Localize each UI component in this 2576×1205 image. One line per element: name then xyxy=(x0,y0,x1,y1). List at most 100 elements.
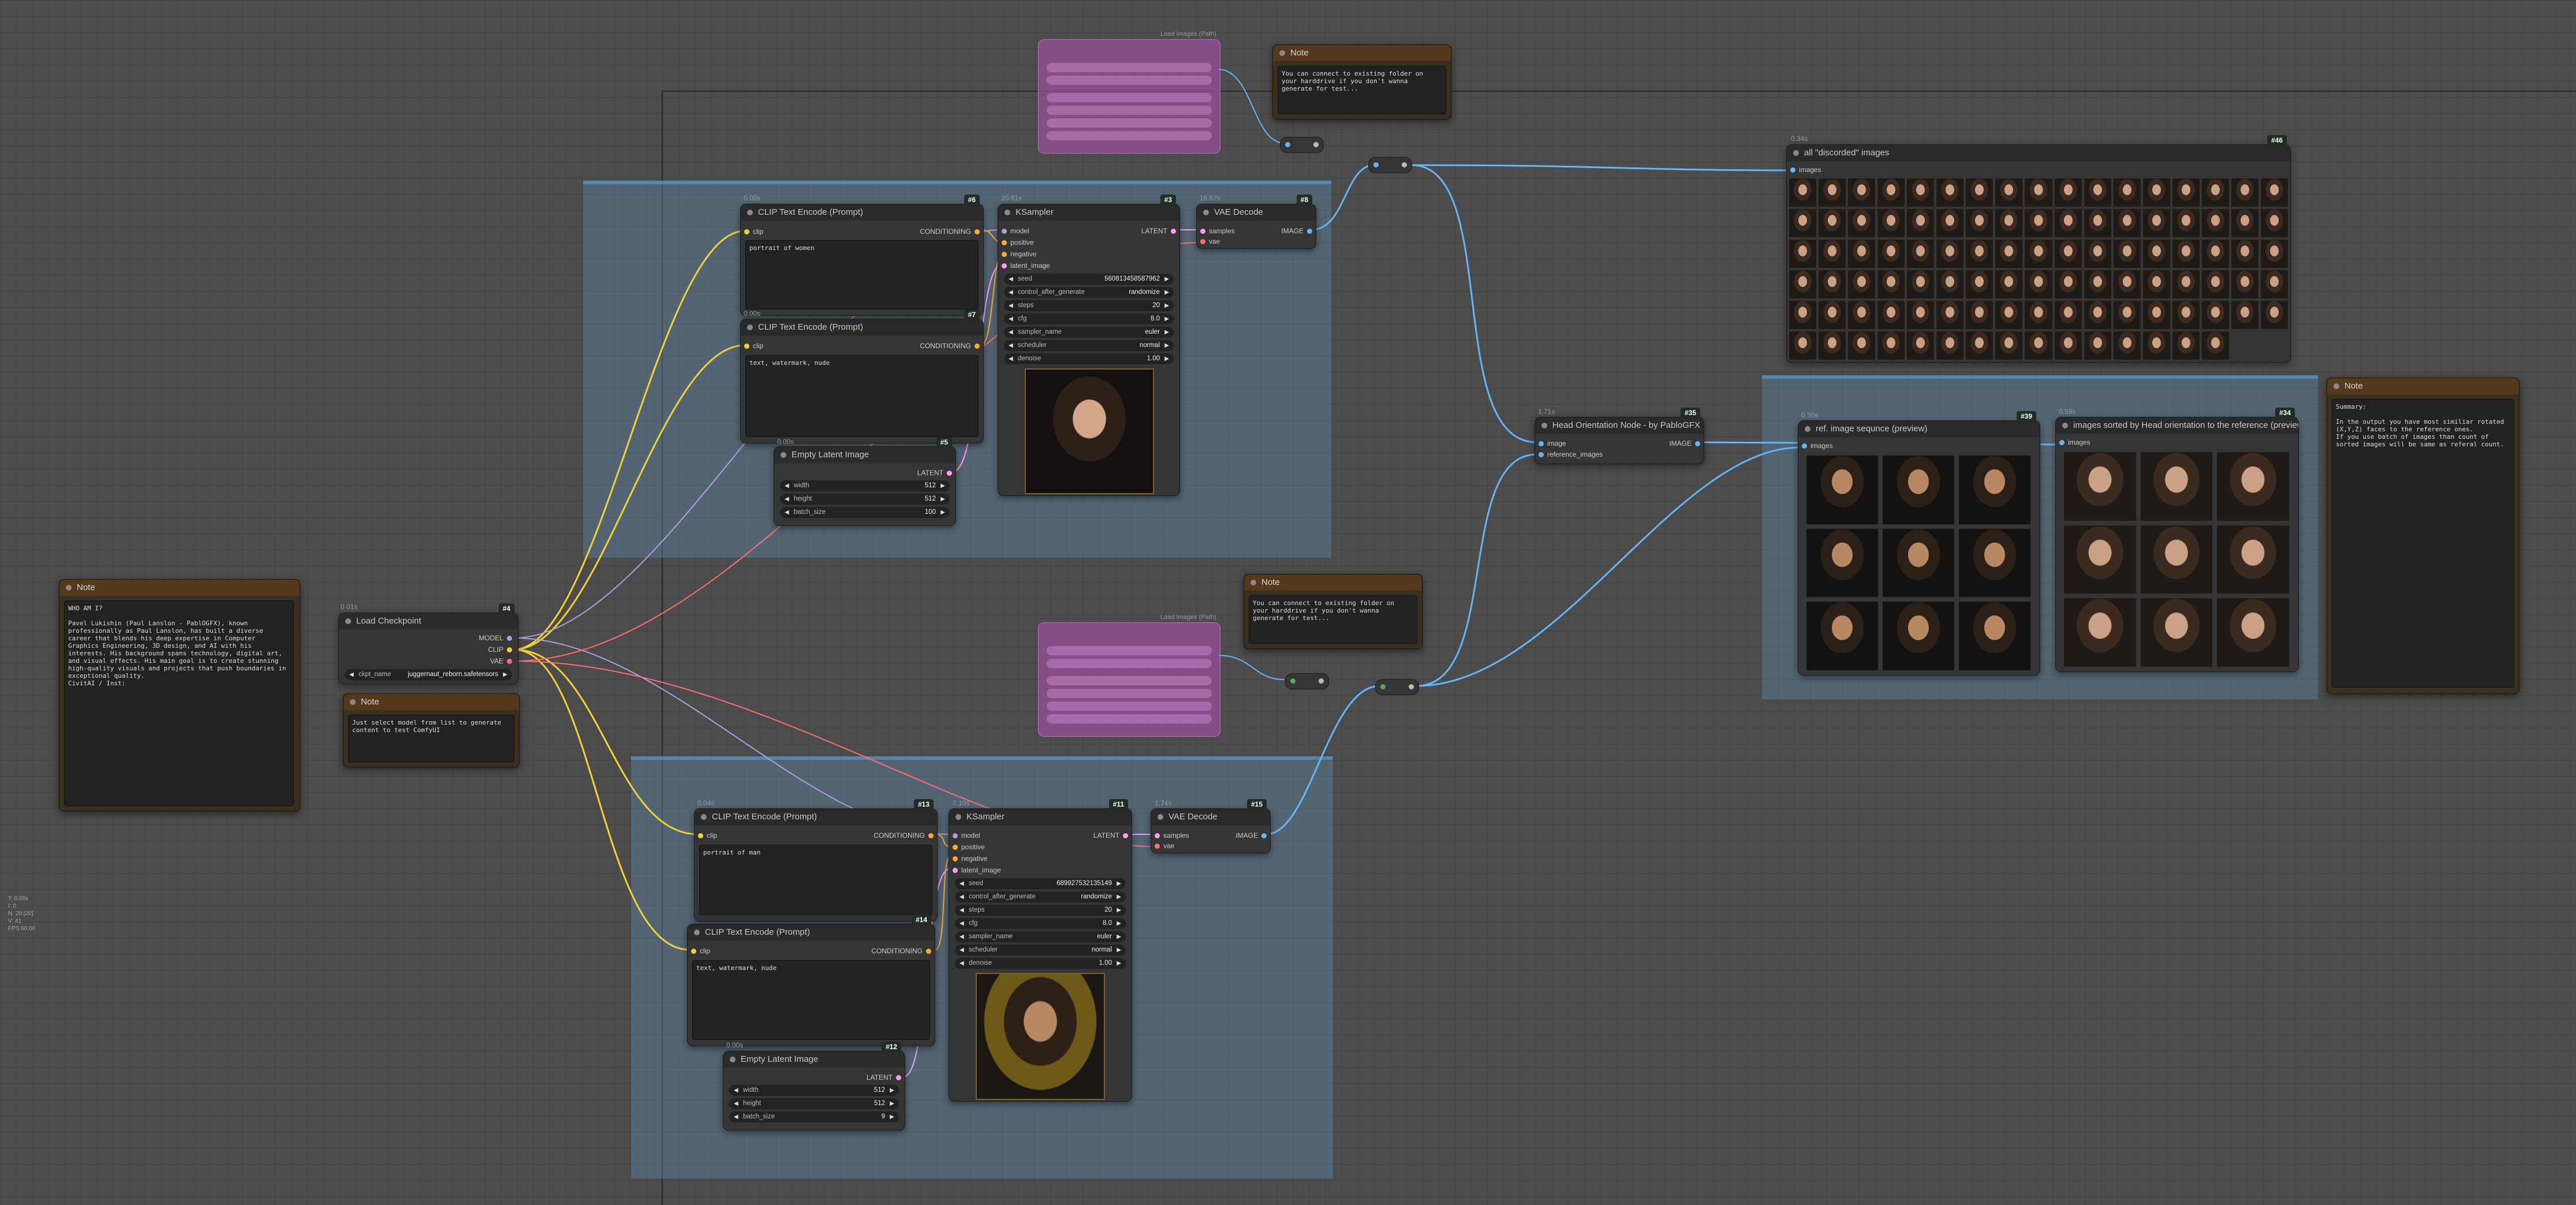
thumbnail-image[interactable] xyxy=(1789,209,1817,237)
samples-input-dot[interactable] xyxy=(1155,833,1160,839)
thumbnail-image[interactable] xyxy=(2025,240,2052,268)
node-clip-encode-positive-bottom[interactable]: CLIP Text Encode (Prompt) #13 clip CONDI… xyxy=(694,799,938,922)
reroute-top-image[interactable] xyxy=(1368,157,1412,173)
thumbnail-image[interactable] xyxy=(1995,240,2023,268)
thumbnail-image[interactable] xyxy=(2084,270,2111,299)
latent-output-dot[interactable] xyxy=(1123,833,1128,839)
node-clip-encode-negative-bottom[interactable]: CLIP Text Encode (Prompt) #14 clip CONDI… xyxy=(687,915,935,1046)
thumbnail-image[interactable] xyxy=(1789,270,1817,299)
thumbnail-image[interactable] xyxy=(1883,456,1954,524)
node-preview-all-images[interactable]: all "discorded" images #46 images xyxy=(1786,135,2291,363)
thumbnail-image[interactable] xyxy=(1789,240,1817,268)
note-select-model[interactable]: Note Just select model from list to gene… xyxy=(343,693,520,767)
clip-input-dot[interactable] xyxy=(744,344,749,349)
thumbnail-image[interactable] xyxy=(2260,209,2288,237)
thumbnail-image[interactable] xyxy=(1806,456,1878,524)
thumbnail-image[interactable] xyxy=(1936,301,1964,329)
thumbnail-image[interactable] xyxy=(2113,209,2141,237)
thumbnail-image[interactable] xyxy=(2201,270,2229,299)
model-input-dot[interactable] xyxy=(953,833,958,839)
thumbnail-image[interactable] xyxy=(1966,209,1993,237)
latent-output-dot[interactable] xyxy=(896,1075,901,1081)
thumbnail-image[interactable] xyxy=(2201,240,2229,268)
thumbnail-image[interactable] xyxy=(2084,331,2111,360)
negative-input-dot[interactable] xyxy=(1002,252,1007,258)
note-folder-top[interactable]: Note You can connect to existing folder … xyxy=(1272,44,1451,120)
thumbnail-image[interactable] xyxy=(2064,525,2136,594)
reroute-top-folder[interactable] xyxy=(1280,137,1324,153)
image-input-dot[interactable] xyxy=(1539,441,1544,447)
thumbnail-image[interactable] xyxy=(2025,301,2052,329)
thumbnail-image[interactable] xyxy=(1848,331,1876,360)
thumbnail-image[interactable] xyxy=(2140,598,2213,667)
thumbnail-image[interactable] xyxy=(2054,301,2082,329)
image-output-dot[interactable] xyxy=(1307,229,1312,234)
thumbnail-image[interactable] xyxy=(2054,331,2082,360)
thumbnail-image[interactable] xyxy=(2113,301,2141,329)
chevron-left-icon[interactable]: ◀ xyxy=(1009,342,1013,349)
image-output-dot[interactable] xyxy=(1261,833,1267,839)
chevron-left-icon[interactable]: ◀ xyxy=(960,960,964,967)
thumbnail-image[interactable] xyxy=(1877,301,1905,329)
thumbnail-image[interactable] xyxy=(2172,270,2200,299)
node-preview-sorted-images[interactable]: images sorted by Head orientation to the… xyxy=(2055,408,2299,672)
thumbnail-image[interactable] xyxy=(2172,178,2200,207)
thumbnail-image[interactable] xyxy=(1936,209,1964,237)
node-ksampler-top[interactable]: KSampler #3 model positive negative late… xyxy=(998,195,1180,496)
ghost-node-top[interactable] xyxy=(1038,39,1220,154)
thumbnail-image[interactable] xyxy=(2217,452,2289,521)
thumbnail-image[interactable] xyxy=(1995,209,2023,237)
vae-input-dot[interactable] xyxy=(1200,239,1205,245)
thumbnail-image[interactable] xyxy=(2025,331,2052,360)
thumbnail-image[interactable] xyxy=(1877,209,1905,237)
samples-input-dot[interactable] xyxy=(1200,229,1205,234)
chevron-left-icon[interactable]: ◀ xyxy=(1009,356,1013,362)
thumbnail-image[interactable] xyxy=(1789,178,1817,207)
thumbnail-image[interactable] xyxy=(2172,240,2200,268)
thumbnail-image[interactable] xyxy=(1907,301,1935,329)
chevron-right-icon[interactable]: ▶ xyxy=(1164,303,1169,309)
thumbnail-image[interactable] xyxy=(1877,240,1905,268)
chevron-right-icon[interactable]: ▶ xyxy=(1117,934,1121,940)
chevron-right-icon[interactable]: ▶ xyxy=(1164,356,1169,362)
thumbnail-image[interactable] xyxy=(2172,301,2200,329)
node-clip-encode-negative-top[interactable]: CLIP Text Encode (Prompt) #7 clip CONDIT… xyxy=(740,309,984,443)
chevron-left-icon[interactable]: ◀ xyxy=(1009,329,1013,335)
ghost-node-mid[interactable] xyxy=(1038,622,1220,737)
node-vae-decode-top[interactable]: VAE Decode #8 samples vae IMAGE xyxy=(1196,195,1316,249)
thumbnail-image[interactable] xyxy=(2025,270,2052,299)
thumbnail-image[interactable] xyxy=(2201,209,2229,237)
image-output-dot[interactable] xyxy=(1695,441,1700,447)
thumbnail-image[interactable] xyxy=(1995,331,2023,360)
thumbnail-image[interactable] xyxy=(1966,301,1993,329)
thumbnail-image[interactable] xyxy=(1959,602,2030,670)
thumbnail-image[interactable] xyxy=(1907,209,1935,237)
chevron-left-icon[interactable]: ◀ xyxy=(960,947,964,953)
thumbnail-image[interactable] xyxy=(1936,178,1964,207)
thumbnail-image[interactable] xyxy=(2260,301,2288,329)
images-input-dot[interactable] xyxy=(1790,167,1795,173)
thumbnail-image[interactable] xyxy=(1936,240,1964,268)
images-input-dot[interactable] xyxy=(2059,440,2064,446)
model-output-dot[interactable] xyxy=(507,636,512,641)
note-text[interactable]: WHO AM I? Pavel Lukishin (Paul Lanslon -… xyxy=(64,600,294,806)
thumbnail-image[interactable] xyxy=(2142,209,2170,237)
thumbnail-image[interactable] xyxy=(2140,452,2213,521)
thumbnail-image[interactable] xyxy=(2054,270,2082,299)
thumbnail-image[interactable] xyxy=(2172,331,2200,360)
thumbnail-image[interactable] xyxy=(1819,331,1846,360)
latent-input-dot[interactable] xyxy=(953,868,958,874)
thumbnail-image[interactable] xyxy=(2231,270,2258,299)
thumbnail-image[interactable] xyxy=(2113,331,2141,360)
thumbnail-image[interactable] xyxy=(2084,240,2111,268)
chevron-left-icon[interactable]: ◀ xyxy=(785,509,789,516)
thumbnail-image[interactable] xyxy=(2201,178,2229,207)
node-vae-decode-bottom[interactable]: VAE Decode #15 samples vae IMAGE xyxy=(1151,799,1271,853)
prompt-textarea[interactable]: portrait of women xyxy=(745,240,979,309)
